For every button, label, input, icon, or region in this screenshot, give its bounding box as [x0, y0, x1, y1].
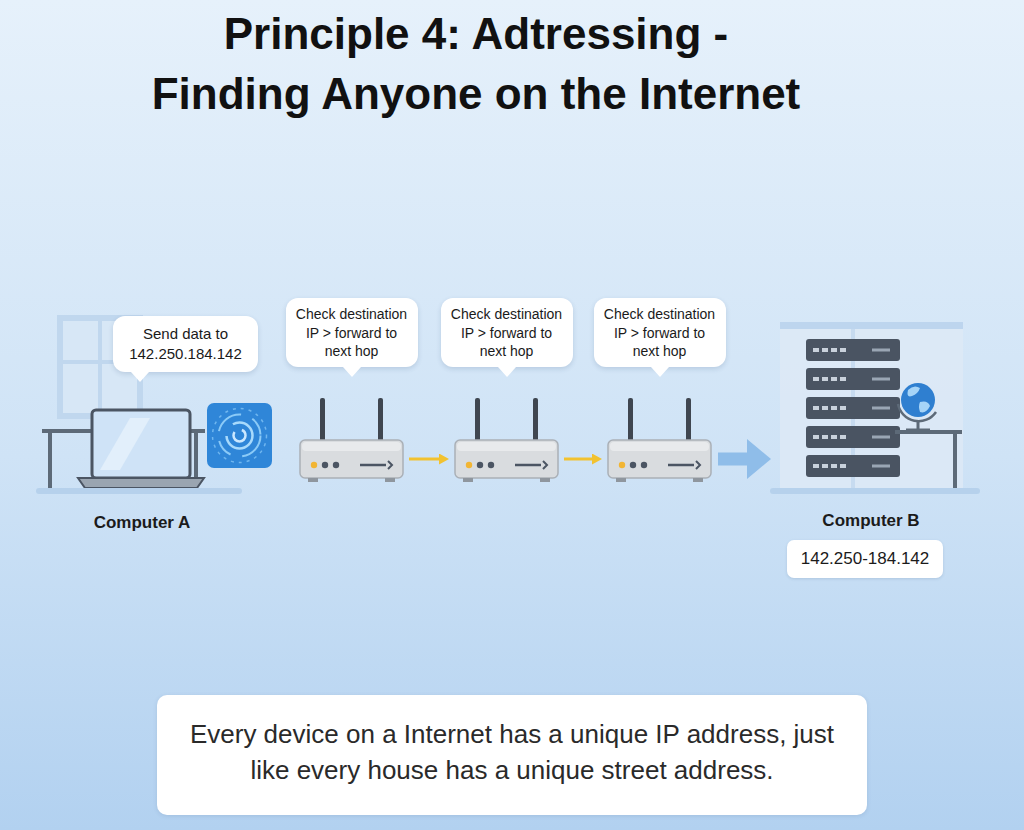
floor	[770, 488, 980, 494]
laptop-screen	[92, 410, 190, 478]
device-label: Computer B	[791, 510, 951, 532]
screen-glare	[100, 418, 150, 470]
desk-leg	[953, 432, 957, 489]
globe	[901, 383, 935, 417]
arrow-connector	[718, 453, 747, 466]
callout-bubble-box: Check destination IP > forward to next h…	[594, 298, 726, 367]
router-node: Check destination IP > forward to next h…	[300, 440, 403, 478]
globe-stand	[898, 404, 936, 421]
ip-address-box-box: 142.250-184.142	[787, 540, 943, 578]
data-icon	[207, 403, 272, 468]
laptop-base	[78, 478, 204, 488]
device-label-box: Computer B	[791, 510, 951, 532]
arrow-connector	[409, 458, 439, 461]
ip-address-box: 142.250-184.142	[793, 548, 937, 570]
floor	[36, 488, 242, 494]
globe-base	[906, 429, 930, 432]
caption: Every device on a Internet has a unique …	[182, 716, 842, 788]
title-block: Principle 4: Adtressing - Finding Anyone…	[145, 4, 807, 124]
callout-bubble: Check destination IP > forward to next h…	[447, 305, 567, 360]
desk-leg	[48, 431, 52, 489]
router	[300, 398, 403, 482]
speech-bubble-box: Send data to 142.250.184.142	[113, 316, 258, 373]
drive-slots	[813, 350, 846, 466]
callout-bubble-box: Check destination IP > forward to next h…	[441, 298, 573, 367]
ceiling-beam	[780, 322, 963, 329]
desk-top	[895, 430, 962, 434]
data-swirl	[234, 430, 246, 442]
arrow-connector	[564, 458, 592, 461]
data-bits	[213, 409, 267, 463]
router-node: Check destination IP > forward to next h…	[455, 440, 558, 478]
callout-bubble-box: Check destination IP > forward to next h…	[286, 298, 418, 367]
computer-node: Send data to 142.250.184.142Computer A	[40, 400, 276, 495]
window-frame	[98, 318, 102, 416]
callout-bubble: Check destination IP > forward to next h…	[600, 305, 720, 360]
caption-box: Every device on a Internet has a unique …	[157, 695, 867, 815]
speech-bubble: Send data to 142.250.184.142	[121, 324, 250, 365]
router	[455, 398, 558, 482]
device-label-box: Computer A	[62, 512, 222, 534]
data-swirl	[227, 423, 253, 449]
server-room-wall	[780, 322, 963, 490]
callout-bubble: Check destination IP > forward to next h…	[292, 305, 412, 360]
computer-b-scene	[770, 322, 980, 494]
router	[608, 398, 711, 482]
device-label: Computer A	[62, 512, 222, 534]
data-swirl	[219, 415, 261, 457]
server-vent	[872, 350, 890, 466]
globe-land	[908, 386, 931, 412]
server-rack	[806, 339, 900, 477]
router-node: Check destination IP > forward to next h…	[608, 440, 711, 478]
title: Principle 4: Adtressing - Finding Anyone…	[145, 4, 807, 124]
server-node: Computer B142.250-184.142	[778, 320, 964, 492]
